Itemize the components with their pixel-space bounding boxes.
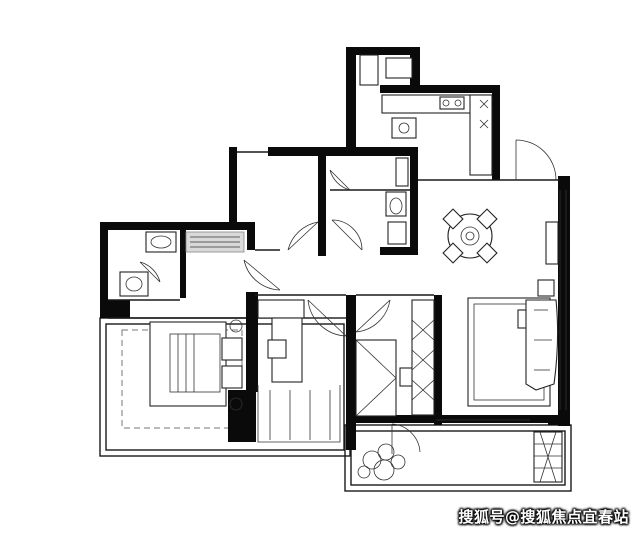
kids-room — [355, 299, 435, 417]
bathroom-main — [385, 157, 409, 245]
walls — [100, 47, 570, 450]
windows — [436, 190, 567, 421]
dining-area — [442, 208, 498, 264]
study — [257, 299, 341, 443]
balcony-south — [357, 443, 406, 481]
watermark-text: 搜狐号@搜狐焦点宜春站 — [458, 508, 629, 526]
balcony-service — [533, 431, 563, 483]
balcony-outline-south — [344, 424, 572, 492]
living-room — [525, 221, 559, 391]
door-swings — [139, 139, 557, 454]
secondary-bedroom-left — [149, 319, 243, 411]
kitchen — [359, 54, 493, 176]
partitions — [108, 151, 560, 319]
bathroom-ensuite — [119, 231, 245, 297]
